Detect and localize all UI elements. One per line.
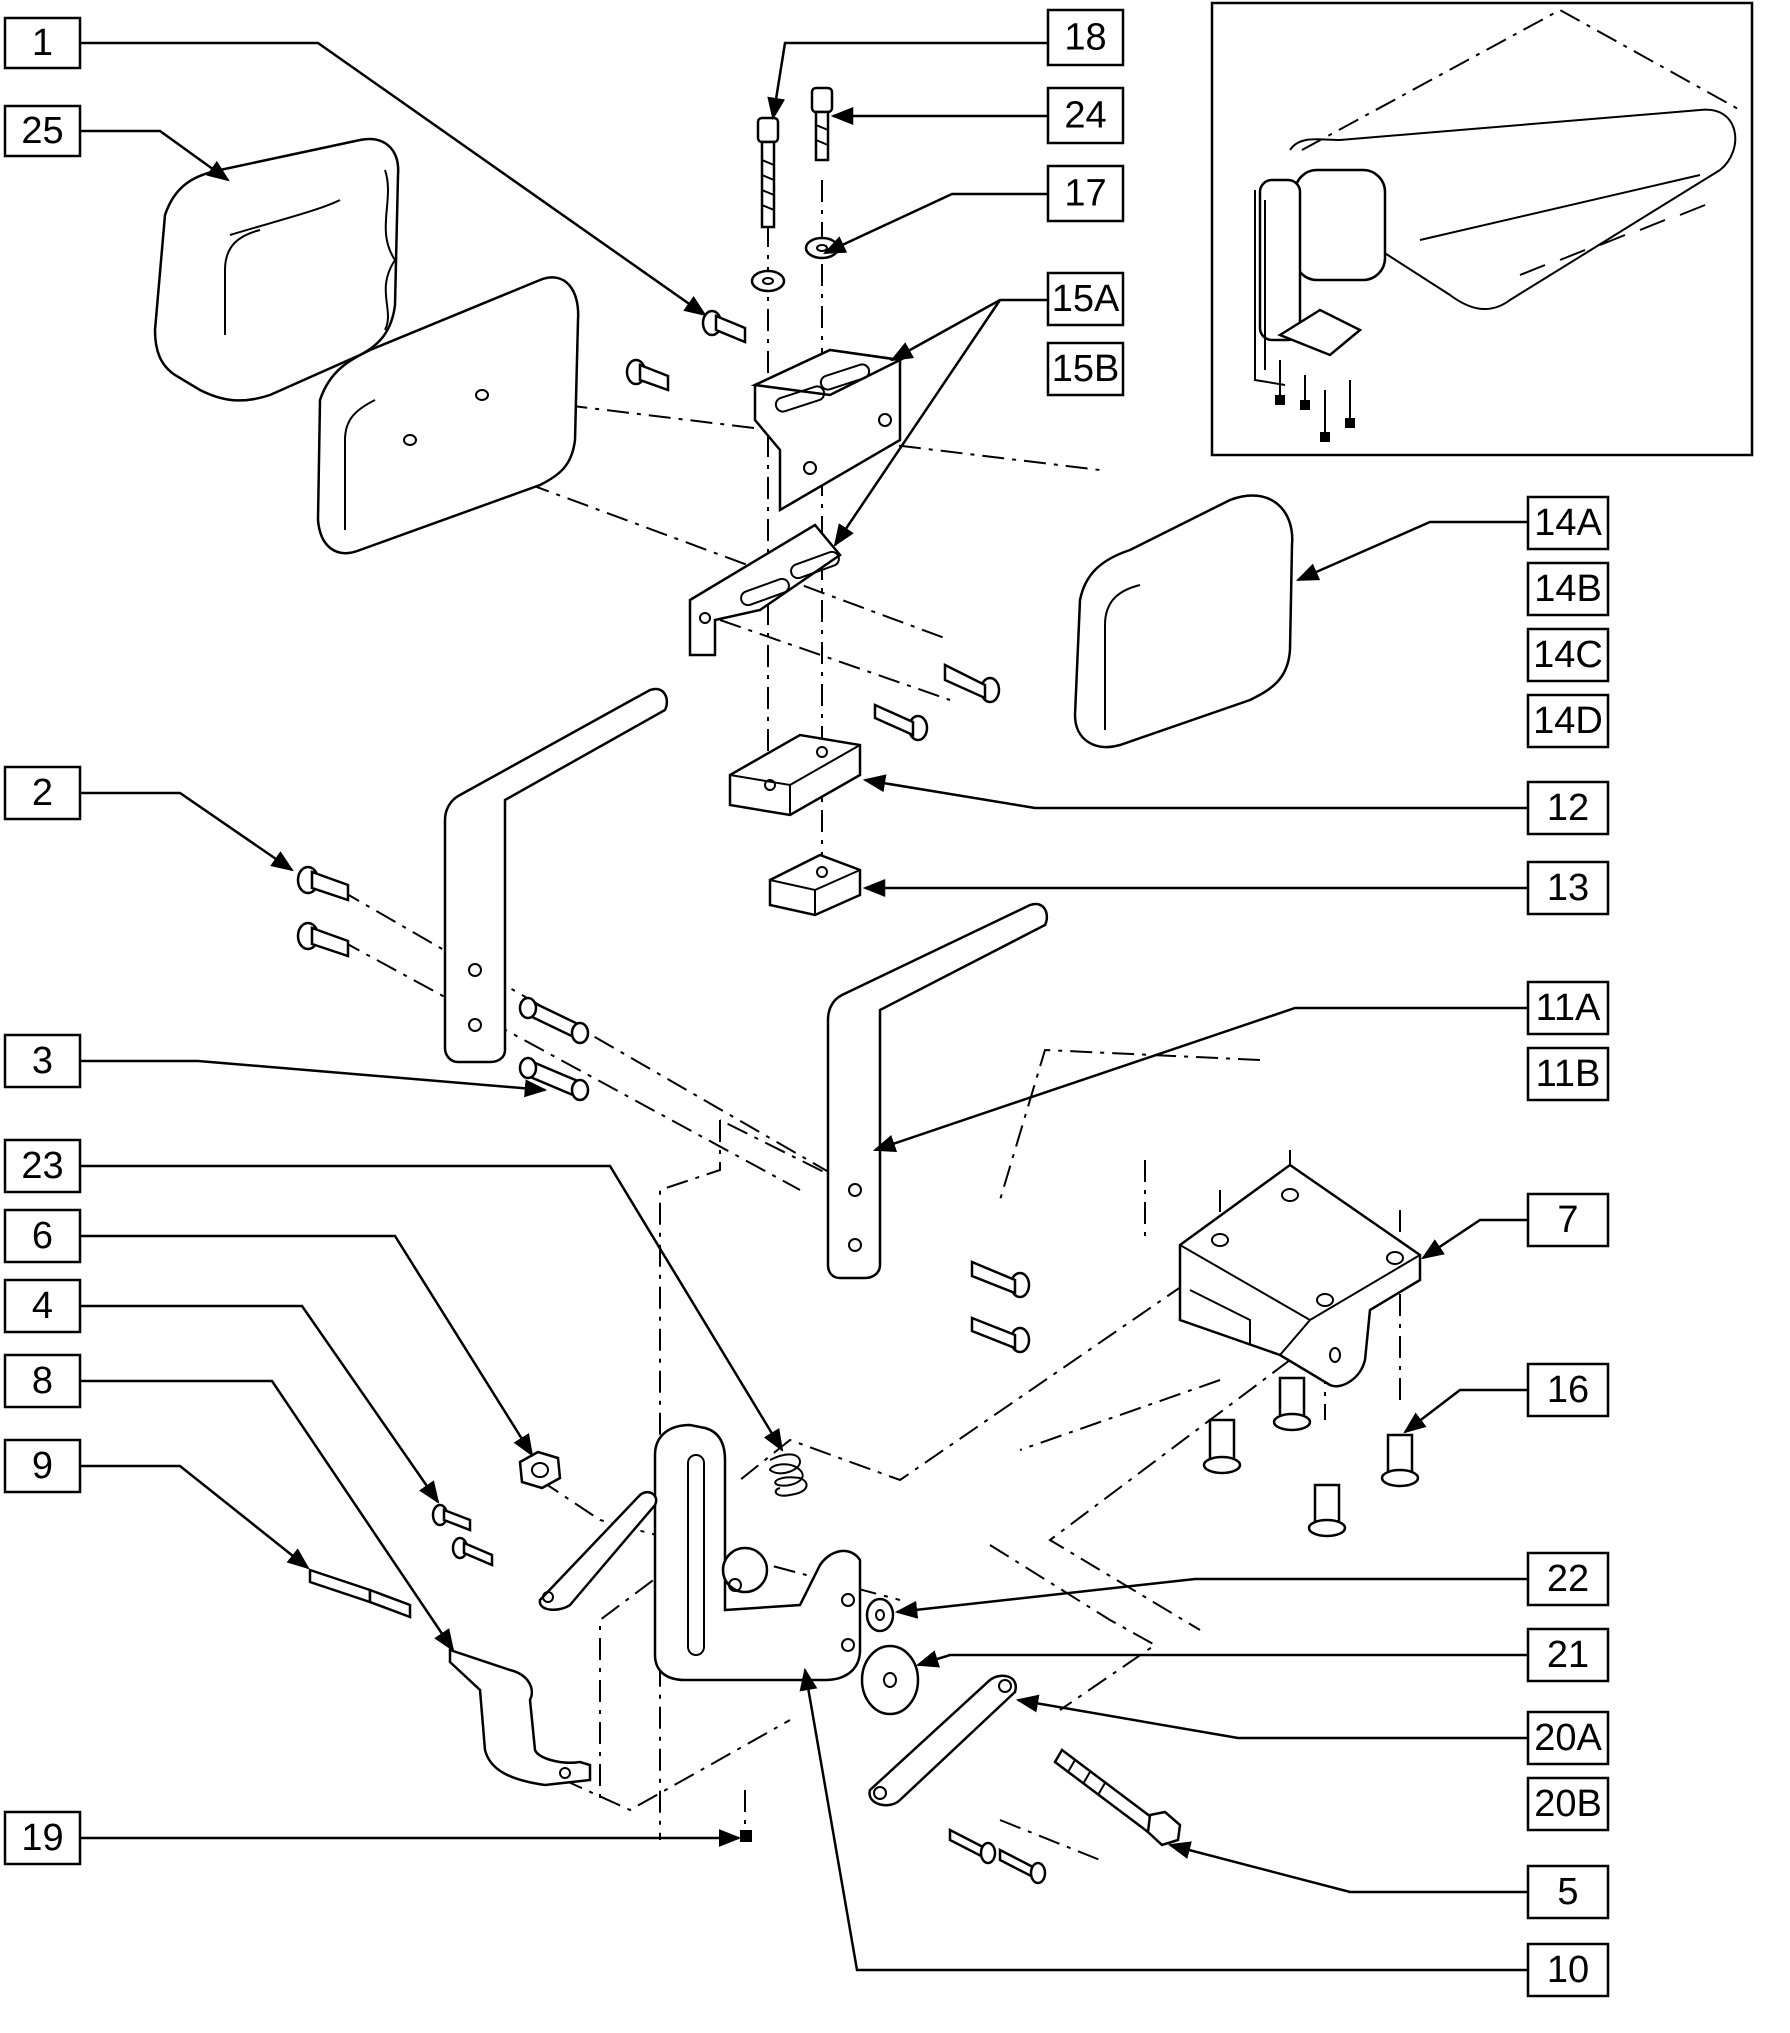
callout-3: 3 <box>3 1033 82 1089</box>
callout-19: 19 <box>3 1810 82 1866</box>
bolt-part-18 <box>756 116 780 229</box>
screws-part-1 <box>625 309 1031 1354</box>
callout-12-text: 12 <box>1547 787 1589 829</box>
callout-1: 1 <box>3 16 82 70</box>
callout-14b: 14B <box>1526 561 1610 617</box>
callout-6-text: 6 <box>32 1215 53 1257</box>
callout-12: 12 <box>1526 780 1610 836</box>
callout-15b: 15B <box>1046 341 1125 397</box>
arm-part-11-left <box>443 687 669 1064</box>
callout-7: 7 <box>1526 1192 1610 1248</box>
callout-15a-text: 15A <box>1052 278 1120 320</box>
callout-20b-text: 20B <box>1534 1783 1602 1825</box>
callout-18: 18 <box>1046 8 1125 67</box>
callout-22-text: 22 <box>1547 1558 1589 1600</box>
callout-21: 21 <box>1526 1627 1610 1683</box>
link-plate-part-20 <box>868 1674 1018 1807</box>
callout-14b-text: 14B <box>1534 568 1602 610</box>
callout-20a: 20A <box>1526 1710 1610 1766</box>
callout-11a-text: 11A <box>1536 987 1601 1029</box>
callout-13: 13 <box>1526 860 1610 916</box>
callout-25-text: 25 <box>21 110 63 152</box>
spring-part-23 <box>768 1453 808 1497</box>
callout-4: 4 <box>3 1278 82 1334</box>
callout-10-text: 10 <box>1547 1949 1589 1991</box>
callout-14a: 14A <box>1526 495 1610 551</box>
callout-11b: 11B <box>1526 1046 1610 1102</box>
callout-11b-text: 11B <box>1536 1053 1601 1095</box>
spacer-part-3 <box>518 996 590 1102</box>
arm-part-11-right <box>826 902 1049 1280</box>
callout-24-text: 24 <box>1064 95 1106 137</box>
callout-14d-text: 14D <box>1533 700 1603 742</box>
callout-23-text: 23 <box>21 1145 63 1187</box>
callout-18-text: 18 <box>1064 17 1106 59</box>
main-bracket-part-10 <box>653 1423 862 1682</box>
callout-22: 22 <box>1526 1551 1610 1607</box>
callout-16-text: 16 <box>1547 1369 1589 1411</box>
callout-8-text: 8 <box>32 1360 53 1402</box>
bolt-part-5 <box>1053 1748 1182 1847</box>
callout-19-text: 19 <box>21 1817 63 1859</box>
callout-17-text: 17 <box>1064 173 1106 215</box>
callout-15a: 15A <box>1046 271 1125 327</box>
callout-21-text: 21 <box>1547 1634 1589 1676</box>
callout-14d: 14D <box>1526 693 1610 749</box>
callout-6: 6 <box>3 1208 82 1264</box>
callout-15b-text: 15B <box>1052 348 1120 390</box>
screws-part-20-small <box>948 1827 1047 1885</box>
callout-3-text: 3 <box>32 1040 53 1082</box>
armrest-pad-part-14-right <box>1073 494 1294 749</box>
callout-9: 9 <box>3 1438 82 1494</box>
washers-part-17 <box>750 236 840 293</box>
armrest-pad-part-14-left <box>316 276 580 555</box>
callout-16: 16 <box>1526 1362 1610 1418</box>
callout-17: 17 <box>1046 164 1125 223</box>
callout-14c-text: 14C <box>1533 634 1603 676</box>
callout-5-text: 5 <box>1557 1871 1578 1913</box>
callout-2-text: 2 <box>32 772 53 814</box>
nut-part-6 <box>518 1450 562 1490</box>
callout-5: 5 <box>1526 1864 1610 1920</box>
bracket-part-15-upper <box>750 348 905 513</box>
bolt-part-24 <box>810 86 834 162</box>
callout-7-text: 7 <box>1557 1199 1578 1241</box>
callout-8: 8 <box>3 1353 82 1409</box>
clamp-part-13 <box>768 853 862 917</box>
callout-1-text: 1 <box>32 22 53 64</box>
callout-25: 25 <box>3 104 82 158</box>
clamp-part-12 <box>728 733 862 817</box>
callout-13-text: 13 <box>1547 867 1589 909</box>
screws-part-16 <box>1202 1376 1420 1538</box>
screws-part-2 <box>296 865 350 958</box>
callout-14a-text: 14A <box>1534 502 1602 544</box>
callout-2: 2 <box>3 765 82 821</box>
callout-9-text: 9 <box>32 1445 53 1487</box>
cable-part-9 <box>308 1568 592 1787</box>
callout-11a: 11A <box>1526 980 1610 1036</box>
leader-lines <box>80 41 1528 1972</box>
mounting-plate-part-7 <box>1178 1163 1422 1388</box>
callout-20a-text: 20A <box>1534 1717 1602 1759</box>
callout-14c: 14C <box>1526 627 1610 683</box>
callout-24: 24 <box>1046 86 1125 145</box>
set-screw-part-19 <box>740 1830 752 1842</box>
callout-23: 23 <box>3 1138 82 1194</box>
bracket-part-15-lower <box>688 523 842 657</box>
callout-4-text: 4 <box>32 1285 53 1327</box>
callout-20b: 20B <box>1526 1776 1610 1832</box>
inset-assembled-view <box>1210 1 1754 457</box>
spacer-part-21 <box>860 1644 920 1716</box>
link-arm-part-8 <box>538 1490 658 1611</box>
washer-part-22 <box>865 1597 895 1633</box>
screws-part-4 <box>431 1503 494 1567</box>
callout-10: 10 <box>1526 1942 1610 1998</box>
inset-screws <box>1275 360 1355 442</box>
